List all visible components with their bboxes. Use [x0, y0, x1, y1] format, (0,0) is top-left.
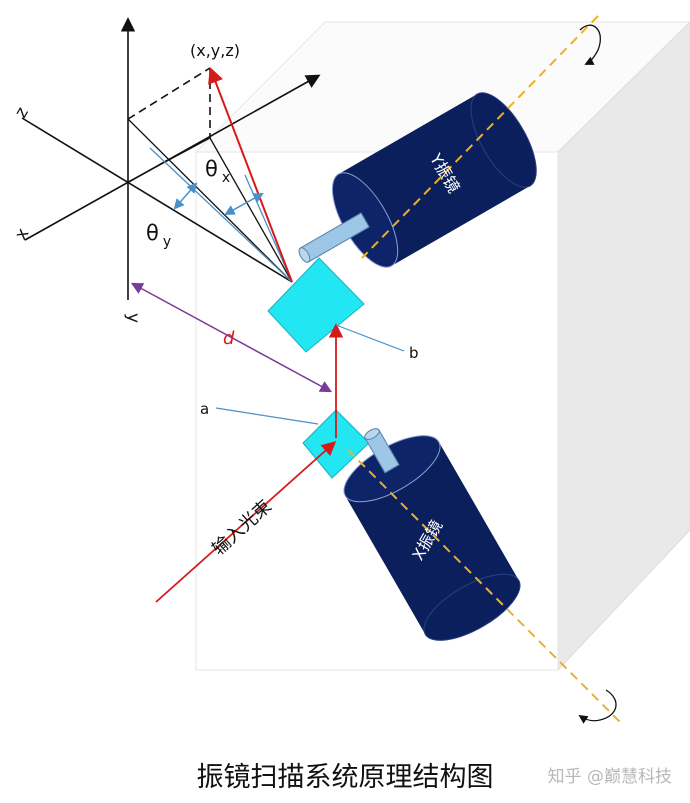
axis-label-x: x — [11, 225, 33, 244]
leader-b — [335, 324, 405, 352]
theta-y-arc — [173, 182, 198, 210]
y-rotation-arrow — [579, 24, 601, 65]
input-beam — [155, 441, 337, 603]
x-galvo-end-cap — [423, 573, 521, 641]
watermark: 知乎 @巅慧科技 — [547, 767, 672, 787]
point-label: (x,y,z) — [190, 41, 240, 60]
diagram-caption: 振镜扫描系统原理结构图 — [196, 762, 494, 793]
projection-lines — [127, 67, 211, 138]
theta-x-arc — [224, 192, 264, 216]
distance-arrow — [130, 282, 333, 393]
label-b: b — [409, 344, 419, 362]
distance-label: d — [223, 328, 235, 349]
output-beam — [208, 67, 293, 283]
axis-diagonal-down — [21, 117, 293, 283]
y-galvo-rotation-axis — [361, 15, 599, 259]
label-a: a — [200, 400, 209, 418]
projection-ray-blue — [149, 147, 293, 283]
axis-label-y: y — [123, 313, 143, 323]
y-galvo-end-cap — [470, 92, 537, 188]
leader-a — [215, 407, 319, 425]
x-rotation-arrow — [578, 689, 617, 724]
axis-label-z: z — [11, 104, 33, 122]
x-galvo-rotation-axis — [347, 449, 621, 723]
